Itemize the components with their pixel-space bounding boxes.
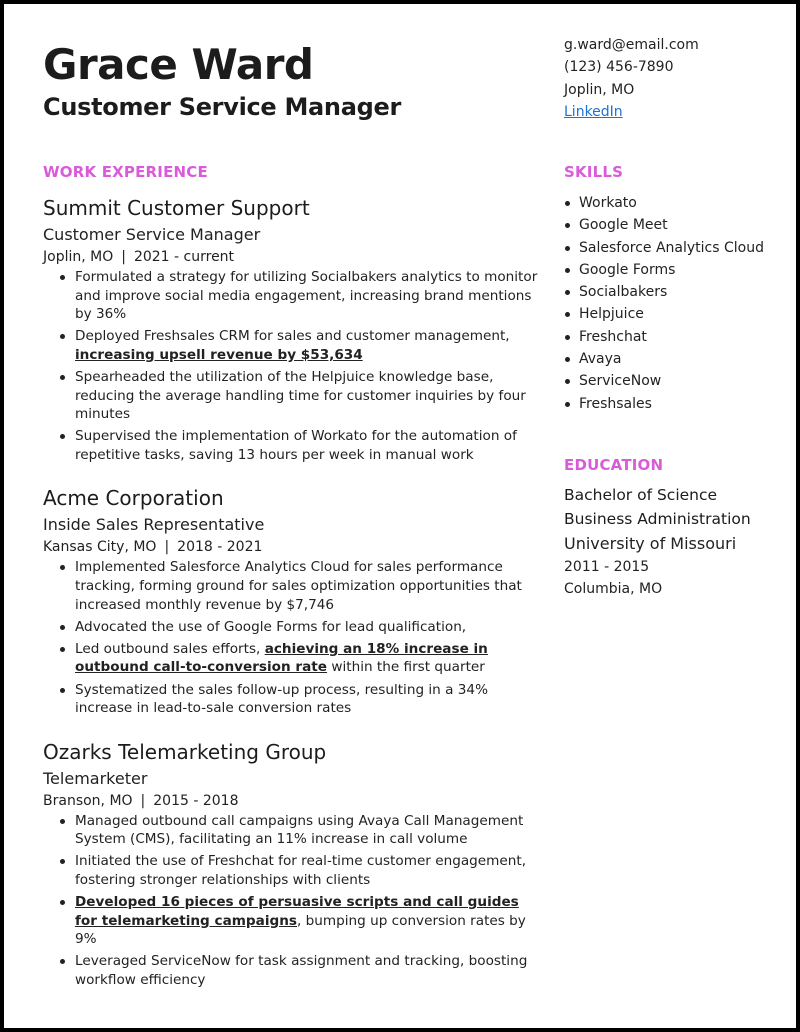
education-dates: 2011 - 2015	[564, 558, 650, 575]
skill-item: ServiceNow	[564, 370, 789, 392]
bullet-item: Led outbound sales efforts, achieving an…	[43, 640, 543, 677]
job-dates: 2015 - 2018	[153, 792, 239, 809]
education-heading: EDUCATION	[564, 455, 664, 474]
skill-item: Salesforce Analytics Cloud	[564, 237, 789, 259]
job-location: Branson, MO	[43, 792, 133, 809]
contact-location: Joplin, MO	[564, 81, 635, 98]
work-experience-heading: WORK EXPERIENCE	[43, 163, 208, 181]
skills-list: Workato Google Meet Salesforce Analytics…	[564, 192, 789, 415]
bullet-item: Initiated the use of Freshchat for real-…	[43, 852, 543, 889]
job-bullets: Formulated a strategy for utilizing Soci…	[43, 268, 543, 464]
job-entry: Ozarks Telemarketing Group Telemarketer …	[43, 738, 543, 990]
candidate-title: Customer Service Manager	[43, 93, 402, 121]
highlight-achievement: achieving an 18% increase in outbound ca…	[75, 640, 488, 676]
sidebar-column: SKILLS Workato Google Meet Salesforce An…	[564, 162, 789, 600]
job-entry: Summit Customer Support Customer Service…	[43, 194, 543, 464]
education-location: Columbia, MO	[564, 580, 663, 597]
bullet-item: Leveraged ServiceNow for task assignment…	[43, 952, 543, 989]
meta-separator: |	[140, 792, 146, 809]
job-location: Kansas City, MO	[43, 539, 157, 556]
resume-page: Grace Ward Customer Service Manager g.wa…	[4, 4, 796, 1028]
degree-major: Business Administration	[564, 509, 751, 528]
candidate-name: Grace Ward	[43, 40, 314, 89]
job-company: Acme Corporation	[43, 486, 224, 511]
job-bullets: Implemented Salesforce Analytics Cloud f…	[43, 558, 543, 717]
job-meta: Branson, MO | 2015 - 2018	[43, 790, 543, 812]
skills-heading: SKILLS	[564, 163, 624, 181]
skill-item: Workato	[564, 192, 789, 214]
work-experience-section: WORK EXPERIENCE Summit Customer Support …	[43, 162, 543, 993]
bullet-item: Supervised the implementation of Workato…	[43, 427, 543, 464]
linkedin-link[interactable]: LinkedIn	[564, 103, 623, 120]
skill-item: Socialbakers	[564, 281, 789, 303]
job-company: Ozarks Telemarketing Group	[43, 739, 327, 764]
degree-field: Bachelor of Science	[564, 485, 718, 504]
contact-email[interactable]: g.ward@email.com	[564, 37, 699, 53]
bullet-item: Implemented Salesforce Analytics Cloud f…	[43, 558, 543, 614]
bullet-item: Spearheaded the utilization of the Helpj…	[43, 368, 543, 424]
bullet-item: Advocated the use of Google Forms for le…	[43, 618, 543, 637]
highlight-achievement: increasing upsell revenue by $53,634	[75, 346, 363, 363]
contact-block: g.ward@email.com (123) 456-7890 Joplin, …	[564, 34, 699, 123]
skill-item: Google Forms	[564, 259, 789, 281]
bullet-item: Deployed Freshsales CRM for sales and cu…	[43, 327, 543, 364]
job-entry: Acme Corporation Inside Sales Representa…	[43, 484, 543, 717]
job-title: Customer Service Manager	[43, 225, 261, 244]
skill-item: Helpjuice	[564, 303, 789, 325]
school-name: University of Missouri	[564, 533, 737, 553]
meta-separator: |	[164, 539, 170, 556]
job-bullets: Managed outbound call campaigns using Av…	[43, 812, 543, 990]
contact-phone: (123) 456-7890	[564, 59, 674, 76]
skill-item: Google Meet	[564, 214, 789, 236]
bullet-item: Systematized the sales follow-up process…	[43, 681, 543, 718]
meta-separator: |	[121, 249, 126, 265]
job-company: Summit Customer Support	[43, 196, 310, 220]
bullet-item: Developed 16 pieces of persuasive script…	[43, 893, 543, 949]
job-dates: 2018 - 2021	[177, 539, 263, 556]
skill-item: Avaya	[564, 348, 789, 370]
job-dates: 2021 - current	[133, 249, 235, 265]
job-location: Joplin, MO	[43, 249, 114, 265]
skill-item: Freshsales	[564, 393, 789, 415]
job-title: Inside Sales Representative	[43, 515, 265, 535]
job-meta: Joplin, MO | 2021 - current	[43, 246, 543, 268]
bullet-item: Formulated a strategy for utilizing Soci…	[43, 268, 543, 324]
education-entry: Bachelor of Science Business Administrat…	[564, 483, 789, 600]
bullet-item: Managed outbound call campaigns using Av…	[43, 812, 543, 849]
job-title: Telemarketer	[43, 768, 148, 788]
job-meta: Kansas City, MO | 2018 - 2021	[43, 536, 543, 558]
skill-item: Freshchat	[564, 326, 789, 348]
highlight-achievement: Developed 16 pieces of persuasive script…	[75, 894, 519, 929]
